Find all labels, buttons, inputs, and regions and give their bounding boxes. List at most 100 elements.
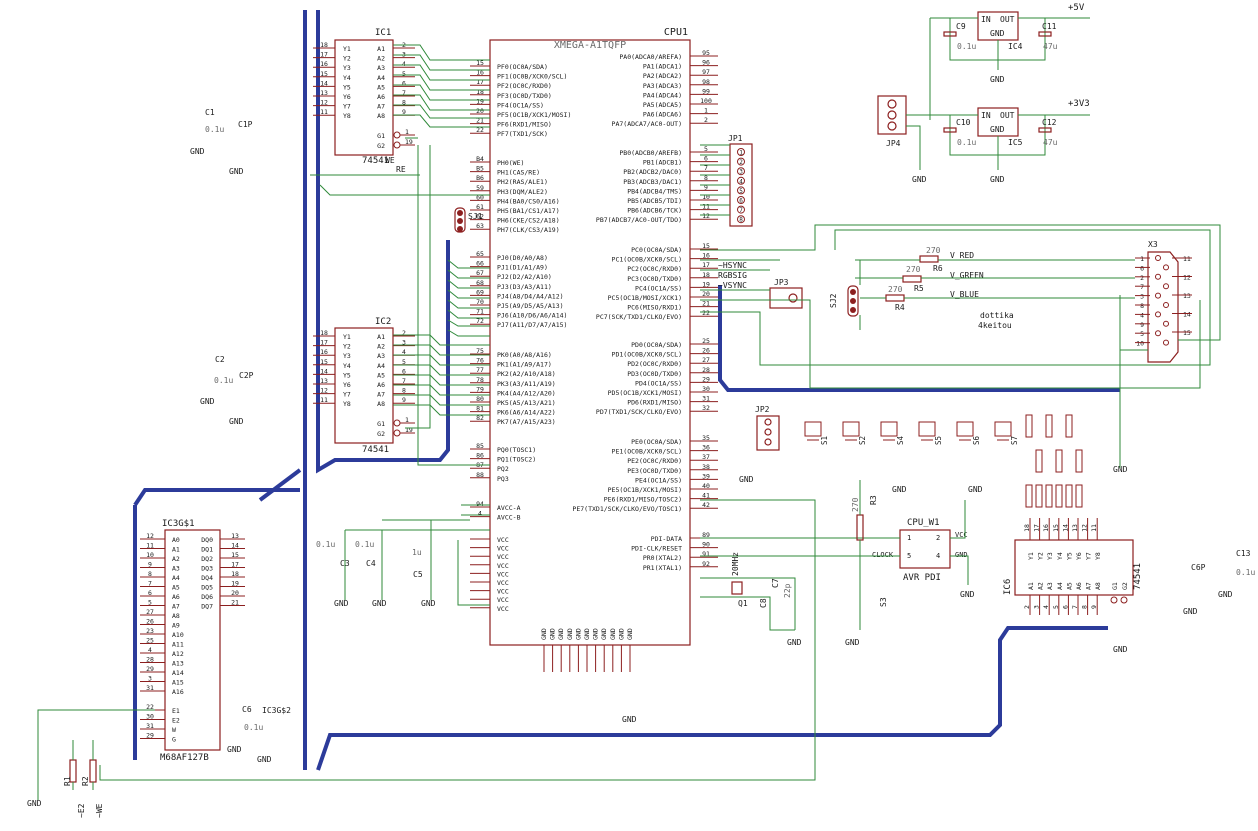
cpu-pin-name: PR1(XTAL1) [643,564,682,572]
ic6-buffer: IC6 74541 Y1A1182Y2A2173Y3A3164Y4A4155Y5… [1003,518,1143,615]
cpu-pin-number: 38 [702,463,710,471]
cpu-pin-name: PK2(A2/A10/A18) [497,370,556,378]
mem-a-pin: A9 [172,622,180,630]
buffer-g-bubble [393,429,401,437]
cpu-pin-name: PH0(WE) [497,159,524,167]
cpu-part: XMEGA-A1TQFP [554,40,626,51]
cpu-pin-number: 19 [702,280,710,288]
cpu-pin-number: 71 [476,308,484,316]
svg-text:20MHz: 20MHz [731,552,740,576]
cpu-pin-number: 97 [702,68,710,76]
cpu-pin-number: 79 [476,385,484,393]
mem-part: M68AF127B [160,753,209,763]
buffer-pin-number: 19 [405,138,413,146]
buffer-y-pin: Y6 [343,93,351,101]
cpu-pin-name: PE3(OC0D/TXD0) [627,467,682,475]
buffer-pin-number: 17 [320,51,328,59]
svg-text:OUT: OUT [1000,111,1015,120]
buffer-g-bubble [393,141,401,149]
x3-pin-number: 1 [1140,255,1144,263]
buffer-y-pin: Y6 [343,381,351,389]
mem-a-pin: A7 [172,603,180,611]
x3-pin [1163,320,1169,327]
mem-pin-number: 27 [146,608,154,616]
pullup-resistors [1025,414,1083,508]
mem-a-pin: A2 [172,555,180,563]
cpu-pin-name: PJ3(D3/A3/A11) [497,283,552,291]
mem-dq-pin: DQ2 [201,555,213,563]
cpu-pin-number: 19 [476,97,484,105]
svg-text:270: 270 [906,265,921,274]
ic6-pin-number: 13 [1071,524,1079,532]
svg-text:5: 5 [907,552,911,560]
buffer-a-pin: A1 [377,333,385,341]
buffer-g-bubble [393,131,401,139]
net-rgbsig: RGBSIG [718,271,747,280]
svg-text:IN: IN [981,15,991,24]
mem-a-pin: A15 [172,679,184,687]
svg-text:C6: C6 [242,705,252,714]
buffer-y-pin: Y4 [343,74,351,82]
svg-text:R5: R5 [914,284,924,293]
mem-a-pin: A8 [172,612,180,620]
cpu-pin-number: 98 [702,78,710,86]
jp1-pin [737,148,745,156]
mem-pin-number: 12 [146,532,154,540]
svg-text:C9: C9 [956,22,966,31]
ic6-part: 74541 [1133,563,1143,590]
svg-text:GND: GND [1113,465,1128,474]
mem-dq-pin: DQ4 [201,574,213,582]
ic6-pin-number: 18 [1023,524,1031,532]
cpu-pin-number: 27 [702,356,710,364]
mem-pin-number: 30 [146,713,154,721]
cpu-pin-number: 86 [476,452,484,460]
ic6-pin-number: 17 [1033,524,1041,532]
cpu-pin-name: PR0(XTAL2) [643,554,682,562]
jp1-pin [737,186,745,195]
cpu-pin-number: 82 [476,414,484,422]
buffer-a-pin: A7 [377,103,385,111]
cpu-pin-name: PK3(A3/A11/A19) [497,380,556,388]
mem-pin-number: 25 [146,637,154,645]
ic6-g-pin: G1 [1111,582,1119,590]
ic6-pin-number: 9 [1090,605,1098,609]
mem-pin-number: 5 [148,599,152,607]
cpu-pin-number: 22 [702,309,710,317]
svg-text:4: 4 [936,552,940,560]
cpu-pin-name: AVCC-B [497,514,521,522]
svg-text:1: 1 [907,534,911,542]
buffer-y-pin: Y4 [343,362,351,370]
buffer-a-pin: A8 [377,400,385,408]
cpu-pin-number: 59 [476,184,484,192]
cpu-pin-name: PA2(ADCA2) [643,72,682,80]
cpu-pin-name: PF4(OC1A/SS) [497,101,544,109]
cpu-name: CPU1 [664,27,688,38]
cpu-pin-number: 88 [476,471,484,479]
cpu-pin-number: 29 [702,375,710,383]
svg-text:270: 270 [888,285,903,294]
mem-pin-number: 28 [146,656,154,664]
cpu-pin-name: PD6(RXD1/MISO) [627,399,682,407]
svg-text:GND: GND [227,745,242,754]
buffer-g-pin: G2 [377,142,385,150]
cpu-vcc-label: VCC [497,579,509,587]
cpu-pin-name: PQ0(TOSC1) [497,446,536,454]
ic6-y-pin: Y1 [1027,552,1035,560]
power-jack-jp4: JP4 GND [877,95,930,184]
cpu-pin-name: PJ6(A10/D6/A6/A14) [497,312,567,320]
net-labels: WE RE ~HSYNC RGBSIG ~VSYNC [385,156,747,290]
buffer-pin-number: 11 [320,396,328,404]
cpu-pin-number: B6 [476,174,484,182]
svg-text:JP3: JP3 [774,278,789,287]
mem-pin-number: 14 [231,542,239,550]
cpu-pin-name: PK7(A7/A15/A23) [497,418,556,426]
cpu-pin-name: PC1(OC0B/XCK0/SCL) [612,256,682,264]
reset-switch: R3 270 S3 [851,480,888,630]
cpu-pin-name: AVCC-A [497,504,521,512]
cpu-pin-number: 20 [476,107,484,115]
svg-text:CPU_W1: CPU_W1 [907,518,940,528]
ic6-y-pin: Y5 [1065,552,1073,560]
